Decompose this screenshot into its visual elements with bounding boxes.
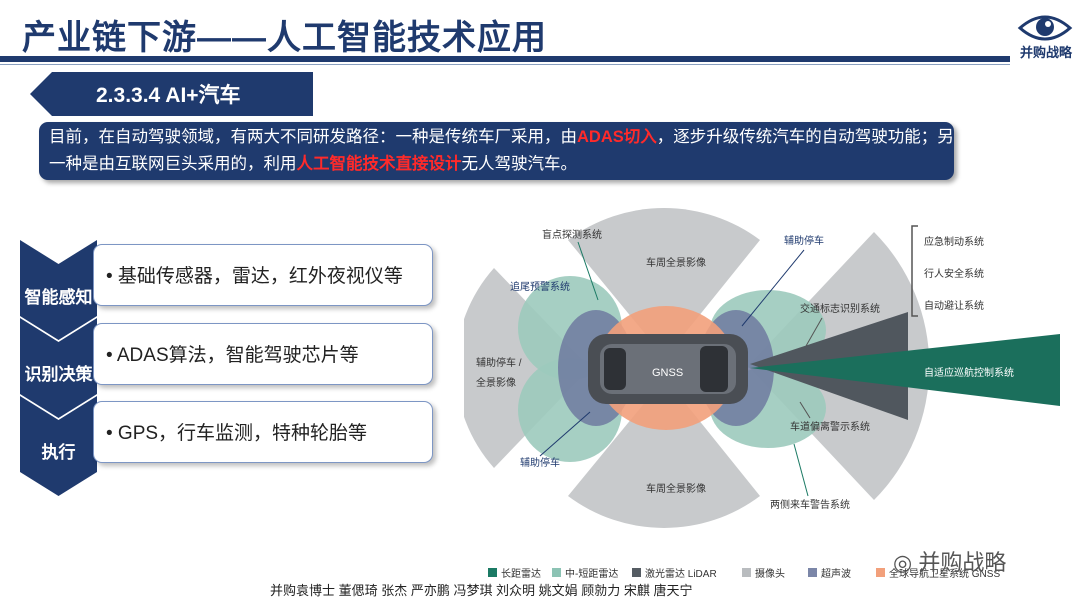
sensor-coverage-diagram: 盲点探测系统 车周全景影像 辅助停车 追尾预警系统 辅助停车 / 全景影像 GN… xyxy=(464,208,1060,580)
label-cross-traffic: 两侧来车警告系统 xyxy=(770,498,850,511)
label-surround-bottom: 车周全景影像 xyxy=(646,482,706,495)
label-rear-parking-2: 全景影像 xyxy=(476,376,516,389)
authors: 并购袁博士 董偲琦 张杰 严亦鹏 冯梦琪 刘众明 姚文娟 顾勍力 宋麒 唐天宁 xyxy=(270,583,693,598)
label-lane-departure: 车道偏离警示系统 xyxy=(790,420,870,433)
camera-zone-rear xyxy=(464,268,590,468)
label-gnss: GNSS xyxy=(652,367,683,379)
card-perception: • 基础传感器，雷达，红外夜视仪等 xyxy=(93,244,433,306)
label-acc: 自适应巡航控制系统 xyxy=(924,366,1014,379)
eye-logo-icon xyxy=(1017,15,1073,41)
leader-cross-traffic xyxy=(793,443,809,497)
chevron-execution xyxy=(20,396,97,496)
leader-parking-top xyxy=(741,249,805,327)
legend-swatch-5 xyxy=(876,568,885,577)
camera-zone-top xyxy=(568,208,760,358)
leader-lane-departure xyxy=(799,401,811,419)
card-perception-text: • 基础传感器，雷达，红外夜视仪等 xyxy=(106,266,403,287)
card-decision: • ADAS算法，智能驾驶芯片等 xyxy=(93,323,433,385)
card-execution: • GPS，行车监测，特种轮胎等 xyxy=(93,401,433,463)
chevron-decision xyxy=(20,318,97,418)
stage-decision-label: 识别决策 xyxy=(24,365,93,384)
section-label: 2.3.3.4 AI+汽车 xyxy=(96,84,241,107)
legend-label-3: 摄像头 xyxy=(755,567,785,580)
legend-label-2: 激光雷达 LiDAR xyxy=(645,567,717,580)
legend: 长距雷达 中-短距雷达 激光雷达 LiDAR 摄像头 超声波 全球导航卫星系统 GNSS xyxy=(488,567,1000,580)
legend-swatch-4 xyxy=(808,568,817,577)
intro-box: 目前，在自动驾驶领域，有两大不同研发路径：一种是传统车厂采用，由ADAS切入，逐… xyxy=(39,122,954,180)
legend-label-0: 长距雷达 xyxy=(501,568,541,580)
label-rear-collision: 追尾预警系统 xyxy=(510,280,570,293)
label-surround-top: 车周全景影像 xyxy=(646,256,706,269)
title-underline xyxy=(0,56,1010,62)
legend-swatch-3 xyxy=(742,568,751,577)
card-execution-text: • GPS，行车监测，特种轮胎等 xyxy=(106,423,368,444)
leader-traffic-sign xyxy=(805,317,823,347)
logo-text: 并购战略 xyxy=(1019,45,1072,60)
car-icon xyxy=(588,334,748,404)
card-decision-text: • ADAS算法，智能驾驶芯片等 xyxy=(106,345,359,366)
legend-swatch-1 xyxy=(552,568,561,577)
legend-swatch-0 xyxy=(488,568,497,577)
intro-text-3: 无人驾驶汽车。 xyxy=(461,155,578,173)
stage-execution-label: 执行 xyxy=(41,443,76,462)
legend-label-1: 中-短距雷达 xyxy=(565,567,618,580)
label-blind-spot: 盲点探测系统 xyxy=(542,228,602,241)
label-rear-parking-1: 辅助停车 / xyxy=(476,356,522,369)
watermark-text: 并购战略 xyxy=(918,550,1007,575)
intro-highlight-adas: ADAS切入 xyxy=(577,128,657,146)
camera-zone-bottom xyxy=(568,378,760,528)
chevron-perception xyxy=(20,240,97,340)
label-parking-top: 辅助停车 xyxy=(784,234,824,247)
watermark: ◎ 并购战略 xyxy=(893,550,1007,575)
label-parking-bottom: 辅助停车 xyxy=(520,456,560,469)
long-range-radar-beam xyxy=(750,334,1060,406)
stage-perception-label: 智能感知 xyxy=(24,288,93,307)
intro-text-2: ，逐步升级传统汽车的自动驾驶功能；另一种是由互联网巨头采用的，利用 xyxy=(49,128,954,173)
intro-text-1: 目前，在自动驾驶领域，有两大不同研发路径：一种是传统车厂采用，由 xyxy=(49,128,577,146)
legend-label-5: 全球导航卫星系统 GNSS xyxy=(889,567,1000,580)
intro-highlight-ai: 人工智能技术直接设计 xyxy=(296,155,462,173)
label-pedestrian: 行人安全系统 xyxy=(924,267,984,280)
system-bracket xyxy=(911,225,918,317)
leader-blind-spot xyxy=(577,241,599,301)
section-banner xyxy=(30,72,313,116)
label-traffic-sign: 交通标志识别系统 xyxy=(800,302,880,315)
legend-label-4: 超声波 xyxy=(821,567,851,580)
legend-swatch-2 xyxy=(632,568,641,577)
leader-parking-bottom xyxy=(539,411,591,457)
label-avoid: 自动避让系统 xyxy=(924,299,984,312)
page-title: 产业链下游——人工智能技术应用 xyxy=(22,19,547,57)
label-emergency-brake: 应急制动系统 xyxy=(924,235,984,248)
title-underline-thin xyxy=(0,64,1010,65)
